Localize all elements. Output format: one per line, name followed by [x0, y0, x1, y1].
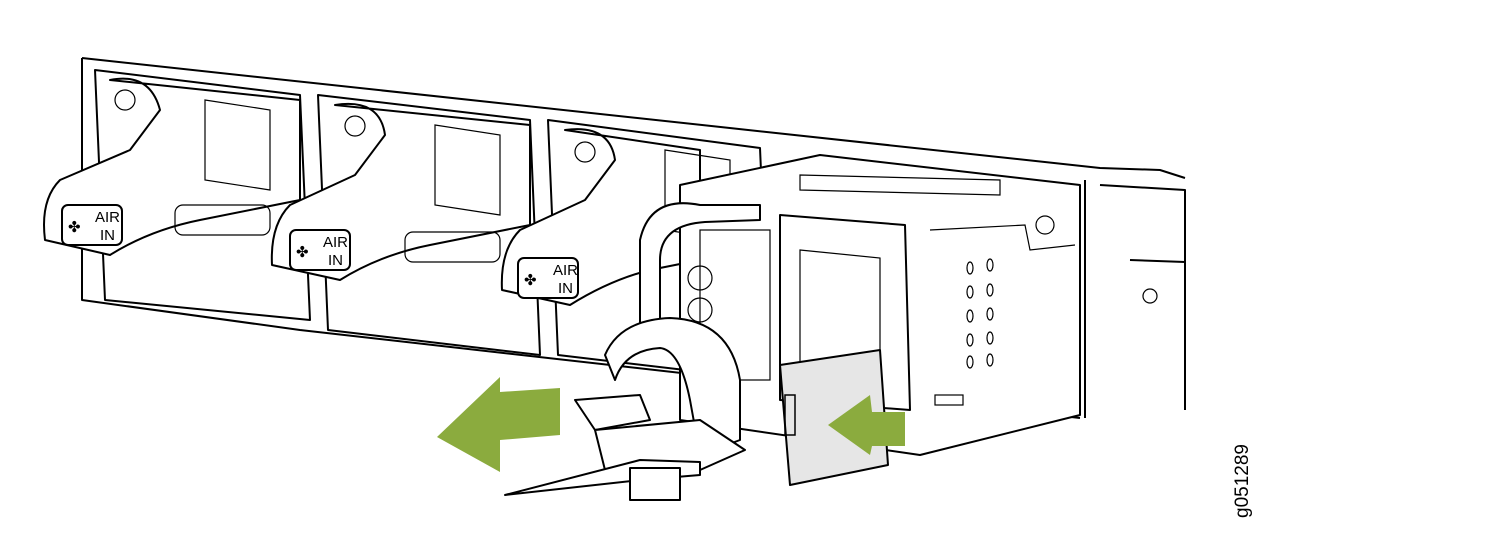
svg-text:IN: IN	[100, 227, 115, 244]
svg-text:IN: IN	[558, 280, 573, 297]
air-in-label-1: ✤ AIR IN	[68, 209, 120, 244]
push-arrow-icon	[828, 395, 905, 455]
figure-id: g051289	[1232, 444, 1253, 518]
fan-icon: ✤	[68, 219, 81, 236]
power-cord-plug[interactable]	[779, 349, 889, 486]
fan-icon: ✤	[524, 272, 537, 289]
chassis-top-edge	[81, 57, 1186, 179]
pull-arrow-icon	[437, 377, 560, 472]
svg-text:IN: IN	[328, 252, 343, 269]
svg-text:AIR: AIR	[553, 262, 578, 279]
mount-hole	[1142, 288, 1158, 304]
fan-icon: ✤	[296, 244, 309, 261]
cable-retainer-clip[interactable]	[504, 202, 761, 501]
chassis-side	[1084, 180, 1186, 418]
svg-text:AIR: AIR	[323, 234, 348, 251]
fan-module-2[interactable]	[270, 94, 541, 356]
svg-text:AIR: AIR	[95, 209, 120, 226]
air-in-label-3: ✤ AIR IN	[524, 262, 578, 297]
fan-module-1[interactable]	[43, 69, 311, 321]
air-in-label-2: ✤ AIR IN	[296, 234, 348, 269]
